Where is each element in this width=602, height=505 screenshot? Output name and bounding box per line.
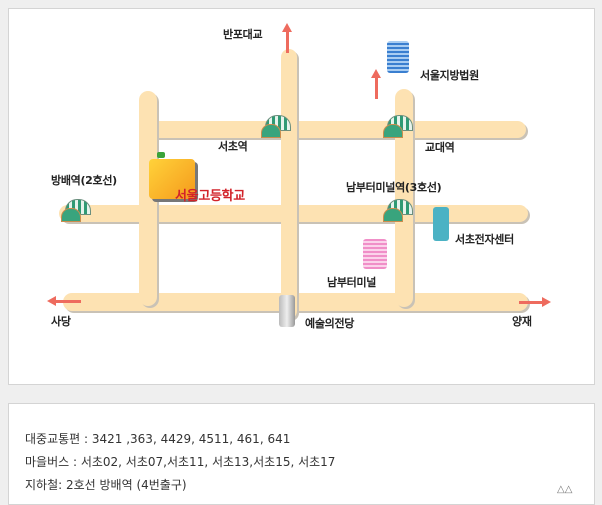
arts-center-building-icon: [279, 295, 295, 327]
arrow-up-icon: [282, 23, 292, 53]
label-bangbae-station: 방배역(2호선): [51, 174, 117, 187]
label-yangjae: 양재: [512, 315, 532, 328]
terminal-building-icon: [363, 239, 387, 269]
village-bus-info: 마을버스 : 서초02, 서초07,서초11, 서초13,서초15, 서초17: [25, 455, 336, 469]
subway-info: 지하철: 2호선 방배역 (4번출구): [25, 478, 187, 492]
arrow-right-icon: [519, 297, 551, 307]
label-sadang: 사당: [51, 315, 71, 328]
court-building-icon: [387, 41, 409, 73]
bus-info: 대중교통편 : 3421 ,363, 4429, 4511, 461, 641: [25, 432, 291, 446]
label-arts-center: 예술의전당: [305, 317, 355, 330]
road-right-vertical: [395, 89, 413, 307]
road-top: [139, 121, 526, 138]
arrow-left-icon: [47, 296, 81, 306]
label-nambu-station: 남부터미널역(3호선): [346, 181, 442, 194]
transit-info-panel: 대중교통편 : 3421 ,363, 4429, 4511, 461, 641 …: [8, 403, 595, 505]
label-electronics-center: 서초전자센터: [455, 233, 514, 246]
label-school: 서울고등학교: [175, 189, 245, 204]
road-left-vertical: [139, 91, 157, 306]
station-icon: [383, 199, 413, 222]
directions-map: 반포대교 서울지방법원 서초역 교대역 방배역(2호선) 서울고등학교 남부터미…: [8, 8, 595, 385]
school-flag-icon: [157, 152, 165, 158]
label-seoul-court: 서울지방법원: [420, 69, 479, 82]
electronics-center-icon: [433, 207, 449, 241]
label-banpo-bridge: 반포대교: [223, 28, 263, 41]
label-gyodae-station: 교대역: [425, 141, 455, 154]
road-center-vertical: [281, 49, 297, 319]
decorative-icon: △△: [557, 484, 573, 495]
station-icon: [261, 115, 291, 138]
station-icon: [61, 199, 91, 222]
station-icon: [383, 115, 413, 138]
label-seocho-station: 서초역: [218, 140, 248, 153]
label-nambu-terminal: 남부터미널: [327, 276, 377, 289]
arrow-up-icon: [371, 69, 381, 99]
school-building-icon: [149, 159, 195, 199]
